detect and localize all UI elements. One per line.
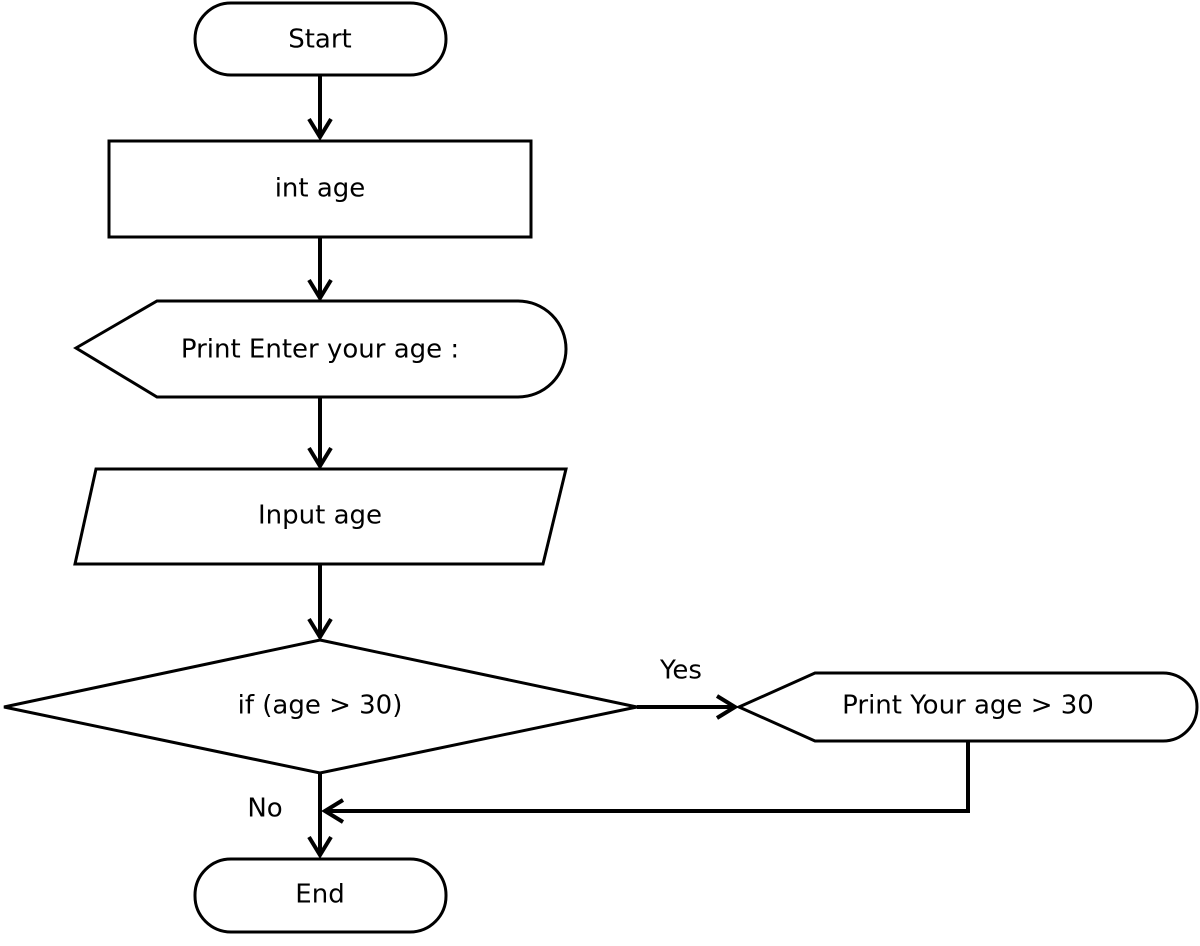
decision-node-label: if (age > 30) xyxy=(238,691,403,721)
arrow-start-to-declare xyxy=(307,75,333,141)
input-node-label: Input age xyxy=(258,501,382,531)
prompt-display-node: Print Enter your age : xyxy=(73,299,568,399)
arrow-prompt-to-input xyxy=(307,397,333,470)
decision-node: if (age > 30) xyxy=(3,638,638,775)
end-node: End xyxy=(193,857,448,934)
no-label: No xyxy=(247,794,282,824)
end-node-label: End xyxy=(295,880,344,910)
arrow-decision-yes xyxy=(637,694,739,720)
input-node: Input age xyxy=(73,467,568,566)
yes-label: Yes xyxy=(659,656,702,686)
arrow-output-to-merge xyxy=(321,741,970,824)
prompt-display-label: Print Enter your age : xyxy=(181,335,459,365)
start-node-label: Start xyxy=(288,25,352,55)
arrow-decision-no xyxy=(307,773,333,859)
arrow-input-to-decision xyxy=(307,564,333,641)
start-node: Start xyxy=(193,1,448,77)
arrow-declare-to-prompt xyxy=(307,237,333,302)
declare-node: int age xyxy=(107,139,533,239)
output-display-label: Print Your age > 30 xyxy=(842,691,1094,721)
declare-node-label: int age xyxy=(275,174,366,204)
output-display-node: Print Your age > 30 xyxy=(735,671,1199,743)
